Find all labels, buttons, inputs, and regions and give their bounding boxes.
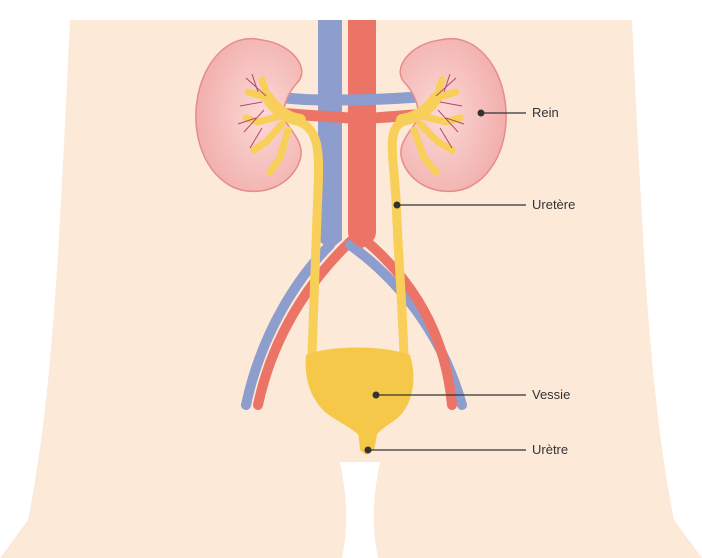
uretere-label: Uretère [532,197,575,212]
rein-label: Rein [532,105,559,120]
aorta [348,20,376,248]
vessie-label: Vessie [532,387,570,402]
vena-cava [318,20,342,250]
uretre-label: Urètre [532,442,568,457]
